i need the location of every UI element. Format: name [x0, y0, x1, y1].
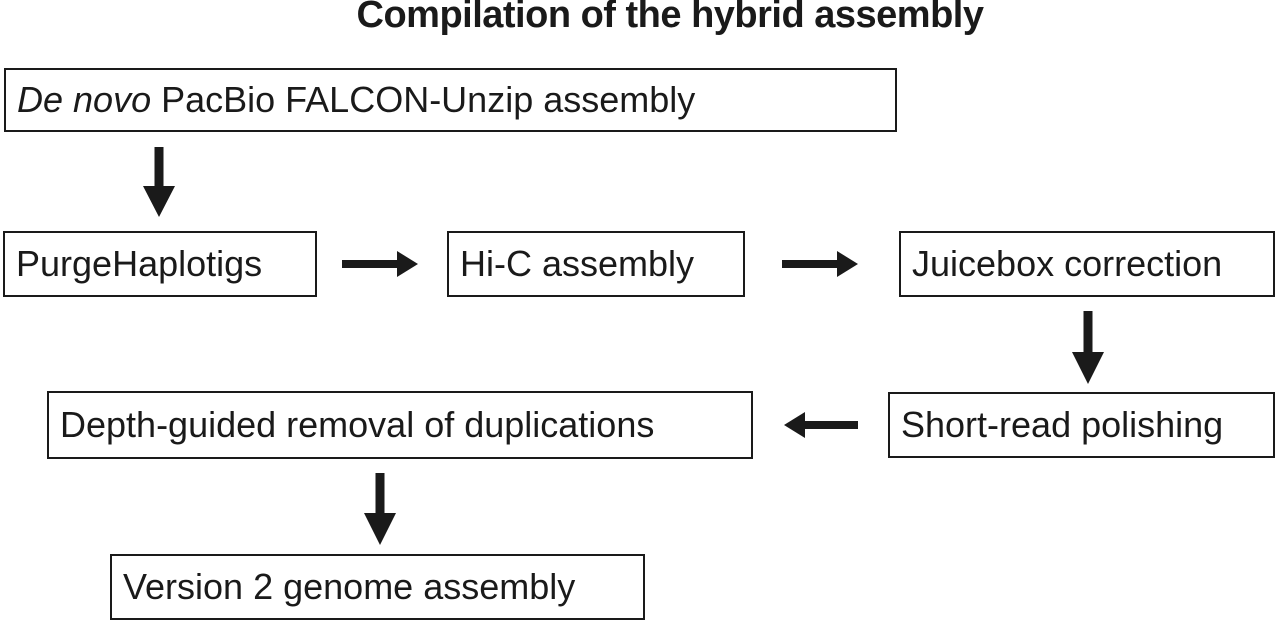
node-juicebox-correction: Juicebox correction: [899, 231, 1275, 297]
node-depth-label: Depth-guided removal of duplications: [60, 404, 655, 445]
node-v2-label: Version 2 genome assembly: [123, 566, 576, 607]
node-version2-genome-assembly: Version 2 genome assembly: [110, 554, 645, 620]
arrow-down-icon: [141, 147, 177, 217]
arrow-down-icon: [1070, 311, 1106, 384]
node-purge-label: PurgeHaplotigs: [16, 243, 263, 284]
node-depth-guided-removal: Depth-guided removal of duplications: [47, 391, 753, 459]
node-hic-assembly: Hi-C assembly: [447, 231, 745, 297]
arrow-right-icon: [782, 249, 858, 279]
node-juicebox-label: Juicebox correction: [912, 243, 1223, 284]
node-falcon-label-italic: De novo: [17, 79, 152, 120]
node-falcon-unzip-assembly: De novo PacBio FALCON-Unzip assembly: [4, 68, 897, 132]
figure-title: Compilation of the hybrid assembly: [356, 0, 984, 36]
node-polish-label: Short-read polishing: [901, 404, 1224, 445]
arrow-left-icon: [784, 410, 858, 440]
node-falcon-label-rest: PacBio FALCON-Unzip assembly: [151, 79, 696, 120]
node-short-read-polishing: Short-read polishing: [888, 392, 1275, 458]
arrow-right-icon: [342, 249, 418, 279]
node-hic-label: Hi-C assembly: [460, 243, 695, 284]
arrow-down-icon: [362, 473, 398, 545]
node-purgehaplotigs: PurgeHaplotigs: [3, 231, 317, 297]
